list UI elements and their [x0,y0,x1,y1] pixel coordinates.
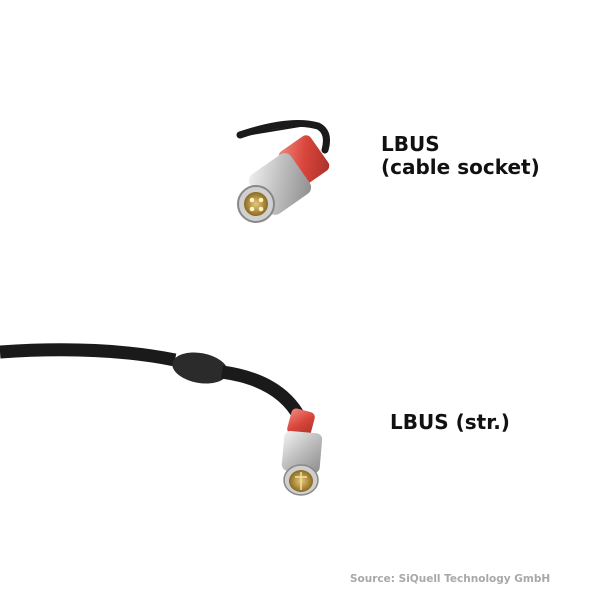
cable-socket-label: LBUS (cable socket) [381,133,540,179]
cable-socket-label-line2: (cable socket) [381,155,540,179]
cable-socket-label-line1: LBUS [381,132,440,156]
cable-socket-connector [236,119,330,223]
straight-plug-label: LBUS (str.) [390,410,510,434]
source-credit: Source: SiQuell Technology GmbH [350,573,551,585]
straight-plug-connector [0,343,323,496]
